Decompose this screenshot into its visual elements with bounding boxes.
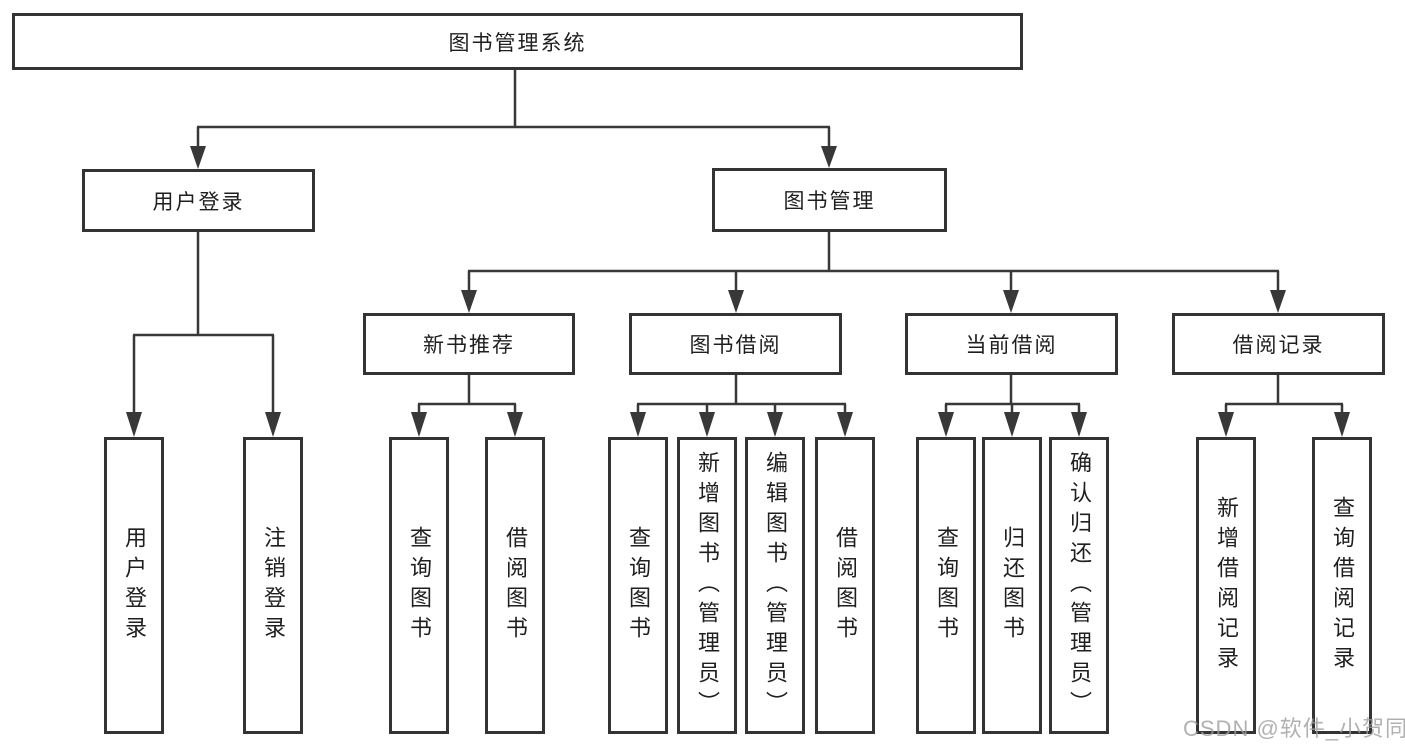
node-label: 图书管理系统 [448,31,587,55]
node-label: 新增借阅记录 [1214,495,1239,676]
node-label: 查询借阅记录 [1330,495,1355,676]
node-label: 当前借阅 [965,334,1058,357]
leaf-query-books-recommend: 查询图书 [389,437,449,734]
leaf-logout: 注销登录 [243,437,303,734]
node-library-management-system: 图书管理系统 [12,13,1023,70]
leaf-edit-book-admin: 编辑图书（管理员） [745,437,805,734]
node-user-login: 用户登录 [82,169,315,232]
node-label: 借阅图书 [503,525,528,646]
node-label: 查询图书 [626,525,651,646]
leaf-query-books-borrowing: 查询图书 [608,437,668,734]
node-label: 新书推荐 [423,334,515,357]
node-borrowing-records: 借阅记录 [1172,313,1385,375]
leaf-add-book-admin: 新增图书（管理员） [677,437,737,734]
node-label: 用户登录 [152,190,245,214]
node-label: 查询图书 [934,525,959,646]
node-label: 图书借阅 [689,334,782,357]
leaf-add-borrow-record: 新增借阅记录 [1196,437,1256,734]
leaf-return-books: 归还图书 [982,437,1042,734]
leaf-borrow-books-recommend: 借阅图书 [485,437,545,734]
node-label: 新增图书（管理员） [695,450,720,721]
node-book-borrowing: 图书借阅 [629,313,842,375]
leaf-query-borrow-record: 查询借阅记录 [1312,437,1372,734]
node-label: 借阅图书 [833,525,858,646]
node-label: 借阅记录 [1232,334,1325,357]
leaf-borrow-books-borrowing: 借阅图书 [815,437,875,734]
node-label: 归还图书 [1000,525,1025,646]
node-book-management: 图书管理 [712,168,947,232]
arrowheads [126,146,1350,437]
csdn-watermark: CSDN @软件_小贺同学 [1183,716,1405,741]
node-label: 图书管理 [783,190,876,213]
node-label: 用户登录 [122,525,147,646]
node-new-book-recommendation: 新书推荐 [363,313,575,375]
leaf-user-login: 用户登录 [104,437,164,734]
node-label: 查询图书 [407,525,432,646]
node-label: 确认归还（管理员） [1067,450,1092,721]
leaf-query-books-current: 查询图书 [916,437,976,734]
leaf-confirm-return-admin: 确认归还（管理员） [1049,437,1109,734]
node-label: 编辑图书（管理员） [763,450,788,721]
node-label: 注销登录 [261,525,286,646]
node-current-borrowing: 当前借阅 [905,313,1118,375]
